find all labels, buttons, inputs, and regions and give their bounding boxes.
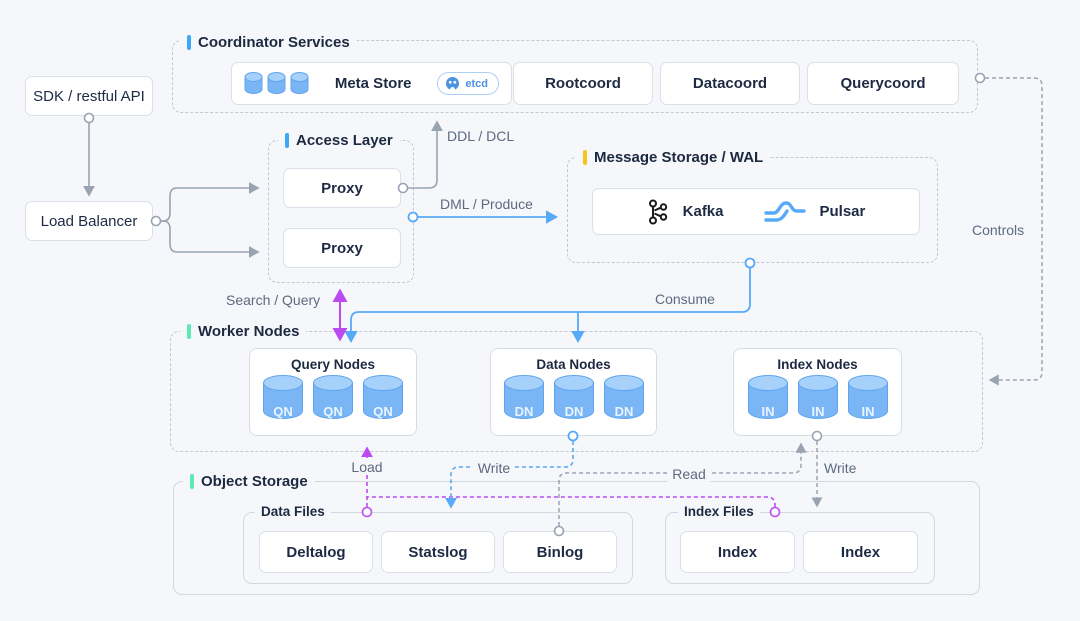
load-balancer-label: Load Balancer [40, 212, 138, 230]
search-query-label: Search / Query [226, 292, 321, 308]
worker-nodes-title-text: Worker Nodes [198, 322, 300, 340]
load-balancer-node: Load Balancer [25, 201, 153, 241]
write-data-label: Write [472, 460, 516, 476]
cylinder-icon [244, 72, 263, 94]
deltalog-node: Deltalog [259, 531, 373, 573]
query-nodes-title: Query Nodes [290, 357, 376, 372]
query-nodes-group: Query Nodes QN QN QN [249, 348, 417, 436]
message-storage-title-text: Message Storage / WAL [594, 148, 764, 166]
worker-nodes-title: Worker Nodes [180, 322, 307, 340]
edge-loadbalancer-to-proxy2 [160, 220, 260, 258]
proxy-node-2: Proxy [283, 228, 401, 268]
data-node-cylinder: DN [553, 375, 594, 419]
etcd-badge: etcd [437, 72, 499, 95]
deltalog-label: Deltalog [286, 543, 346, 561]
index-node-cylinder: IN [797, 375, 838, 419]
message-storage-title: Message Storage / WAL [576, 148, 771, 166]
data-node-label: DN [514, 404, 533, 419]
coordinator-services-title: Coordinator Services [180, 33, 357, 51]
index-node-cylinder: IN [847, 375, 888, 419]
data-node-cylinder: DN [503, 375, 544, 419]
edge-loadbalancer-to-proxy1 [160, 182, 260, 222]
querycoord-label: Querycoord [840, 75, 926, 92]
sdk-api-node: SDK / restful API [25, 76, 153, 116]
index-file-label: Index [840, 543, 881, 561]
binlog-node: Binlog [503, 531, 617, 573]
rootcoord-node: Rootcoord [513, 62, 653, 105]
read-label: Read [667, 466, 711, 482]
index-node-cylinder: IN [747, 375, 788, 419]
object-storage-title-text: Object Storage [201, 472, 308, 490]
meta-store-cylinders-icon [244, 72, 309, 95]
pulsar-label: Pulsar [819, 203, 866, 220]
sdk-api-label: SDK / restful API [33, 87, 145, 105]
statslog-node: Statslog [381, 531, 495, 573]
dml-produce-label: DML / Produce [440, 196, 533, 212]
blue-accent-bar [187, 34, 191, 50]
meta-store-label: Meta Store [334, 75, 412, 92]
data-node-cylinder: DN [603, 375, 644, 419]
blue-accent-bar [285, 132, 289, 148]
coordinator-services-title-text: Coordinator Services [198, 33, 350, 51]
cylinder-icon [267, 72, 286, 94]
access-layer-title-text: Access Layer [296, 131, 393, 149]
pulsar-icon [763, 201, 806, 222]
data-nodes-title: Data Nodes [536, 357, 611, 372]
etcd-badge-label: etcd [465, 77, 488, 90]
index-node-label: IN [811, 404, 824, 419]
query-node-label: QN [373, 404, 393, 419]
object-storage-title: Object Storage [183, 472, 315, 490]
query-node-cylinder: QN [363, 375, 403, 419]
index-node-label: IN [761, 404, 774, 419]
kafka-label: Kafka [682, 203, 724, 220]
index-file-label: Index [717, 543, 758, 561]
data-nodes-cylinders: DN DN DN [491, 375, 656, 421]
statslog-label: Statslog [408, 543, 468, 561]
query-node-label: QN [273, 404, 293, 419]
rootcoord-label: Rootcoord [545, 75, 621, 92]
binlog-label: Binlog [536, 543, 584, 561]
consume-label: Consume [655, 291, 715, 307]
message-engines-node: Kafka Pulsar [592, 188, 920, 235]
index-files-title: Index Files [678, 504, 760, 520]
datacoord-label: Datacoord [692, 75, 768, 92]
access-layer-title: Access Layer [278, 131, 400, 149]
data-nodes-group: Data Nodes DN DN DN [490, 348, 657, 436]
index-node-label: IN [861, 404, 874, 419]
controls-label: Controls [972, 222, 1025, 238]
index-nodes-cylinders: IN IN IN [734, 375, 901, 421]
datacoord-node: Datacoord [660, 62, 800, 105]
write-index-label: Write [824, 460, 857, 476]
green-accent-bar [187, 323, 191, 339]
index-file-node-2: Index [803, 531, 918, 573]
query-node-cylinder: QN [263, 375, 303, 419]
etcd-icon [446, 77, 460, 91]
meta-store-node: Meta Store etcd [231, 62, 512, 105]
data-files-title: Data Files [255, 504, 331, 520]
proxy-label: Proxy [321, 239, 363, 257]
green-accent-bar [190, 473, 194, 489]
querycoord-node: Querycoord [807, 62, 959, 105]
proxy-label: Proxy [321, 179, 363, 197]
index-file-node-1: Index [680, 531, 795, 573]
cylinder-icon [290, 72, 309, 94]
index-nodes-title: Index Nodes [777, 357, 858, 372]
data-files-group [243, 512, 633, 584]
query-nodes-cylinders: QN QN QN [250, 375, 416, 421]
load-label: Load [346, 459, 388, 475]
proxy-node-1: Proxy [283, 168, 401, 208]
query-node-label: QN [323, 404, 343, 419]
data-node-label: DN [564, 404, 583, 419]
index-nodes-group: Index Nodes IN IN IN [733, 348, 902, 436]
ddl-dcl-label: DDL / DCL [447, 128, 515, 144]
query-node-cylinder: QN [313, 375, 353, 419]
data-node-label: DN [614, 404, 633, 419]
kafka-icon [648, 199, 667, 224]
yellow-accent-bar [583, 149, 587, 165]
